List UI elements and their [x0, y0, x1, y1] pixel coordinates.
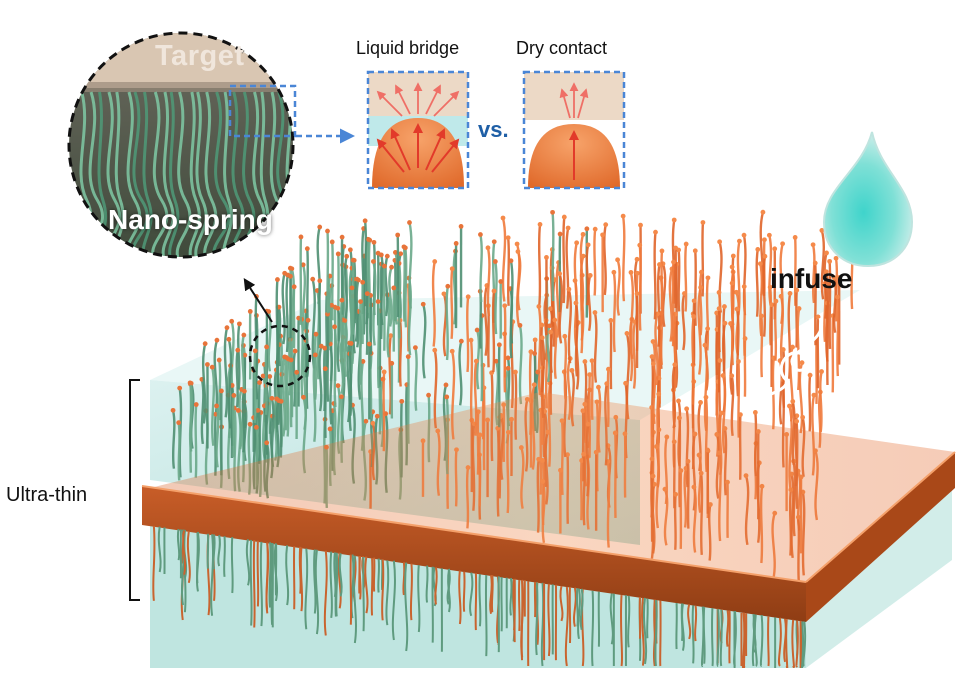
zoom-spot-circle [248, 324, 312, 388]
liquid-bridge-label: Liquid bridge [356, 38, 460, 58]
copper-slab-front [142, 486, 806, 622]
liquid-bridge-panel [366, 70, 470, 190]
device-block [141, 209, 956, 673]
ultra-thin-label: Ultra-thin [6, 484, 88, 506]
inset-highlight-box [228, 84, 297, 138]
nano-spring-label: Nano-spring [108, 204, 273, 235]
lower-nanowires [152, 525, 807, 673]
vs-label: vs. [478, 117, 509, 142]
dry-contact-panel [522, 70, 626, 190]
infuse-label: infuse [770, 263, 853, 294]
copper-slab-top [142, 392, 955, 585]
dry-contact-label: Dry contact [516, 38, 608, 58]
copper-slab-side [806, 452, 955, 622]
droplet-icon [822, 131, 914, 268]
pointer-arrow-icon [243, 277, 273, 323]
swirl-arrow-icon [743, 317, 824, 408]
target-label: Target [155, 40, 245, 72]
ultra-thin-bracket [129, 379, 140, 601]
